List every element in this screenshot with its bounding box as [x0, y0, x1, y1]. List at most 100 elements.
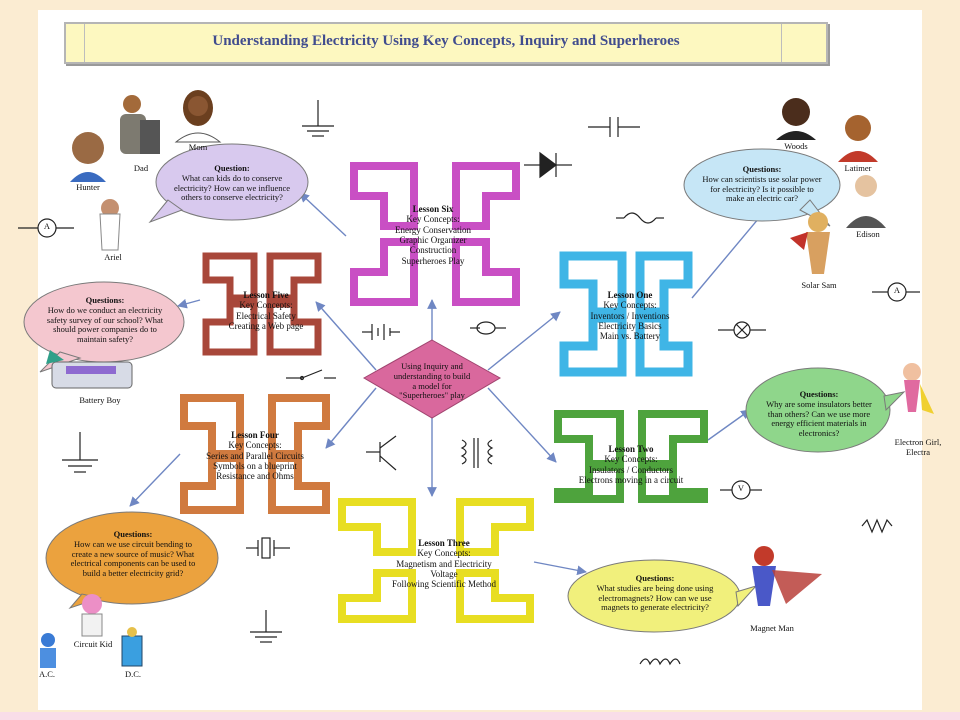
lesson-two: Lesson Two Key Concepts: Insulators / Co… [576, 444, 686, 485]
question-four-heading: Questions: [799, 389, 839, 399]
battery-boy-figure [46, 350, 133, 389]
arrow-to-question-one [299, 192, 347, 237]
question-one: Question: What can kids do to conserve e… [170, 163, 294, 203]
lesson-four: Lesson Four Key Concepts: Series and Par… [196, 430, 314, 482]
center-concept: Using Inquiry and understanding to build… [393, 361, 471, 401]
name-dc: D.C. [124, 669, 142, 679]
bottom-band [0, 712, 960, 720]
lesson-five-line: Creating a Web page [228, 321, 304, 332]
inductor-coil-symbol [639, 658, 681, 666]
lesson-one-line: Key Concepts: [603, 300, 657, 311]
lesson-one-knot [559, 251, 693, 377]
question-five-heading: Questions: [113, 529, 153, 539]
voltmeter-label: V [737, 483, 745, 493]
electron-girl-figure [903, 363, 934, 414]
lamp-symbol [470, 321, 506, 335]
question-four-text: Why are some insulators better than othe… [766, 398, 872, 439]
lesson-two-line: Electrons moving in a circuit [578, 475, 684, 486]
arrow-to-question-two [691, 211, 765, 299]
lesson-one-line: Electricity Basics [598, 321, 662, 332]
lesson-six-line: Energy Conservation [394, 224, 472, 235]
lesson-six: Lesson Six Key Concepts: Energy Conserva… [384, 204, 482, 266]
name-electron-girl-line-1: Electron Girl, [894, 437, 942, 447]
dc-figure [121, 627, 143, 667]
characters [40, 90, 934, 668]
crystal-symbol [246, 537, 290, 559]
question-two: Questions: How can scientists use solar … [702, 164, 822, 204]
lesson-three-line: Following Scientific Method [392, 579, 496, 590]
lesson-one: Lesson One Key Concepts: Inventors / Inv… [580, 290, 680, 342]
lesson-six-line: Construction [409, 245, 457, 256]
latimer-figure [838, 115, 878, 162]
capacitor-symbol [588, 117, 640, 137]
lesson-two-heading: Lesson Two [608, 444, 654, 454]
lesson-six-heading: Lesson Six [412, 204, 454, 214]
name-mom: Mom [188, 142, 208, 152]
question-six-text: What studies are being done using electr… [596, 582, 714, 613]
question-three: Questions: How do we conduct an electric… [42, 295, 168, 345]
question-five-text: How can we use circuit bending to create… [70, 538, 196, 579]
lesson-three-line: Magnetism and Electricity [396, 558, 492, 569]
ammeter-symbol-left [18, 218, 74, 238]
ammeter-label-left: A [43, 221, 51, 231]
lesson-three-line: Key Concepts: [417, 548, 471, 559]
lesson-three: Lesson Three Key Concepts: Magnetism and… [384, 538, 504, 590]
question-one-heading: Question: [214, 163, 250, 173]
center-diamond [362, 339, 502, 419]
bubble-tail-six [735, 585, 758, 608]
question-three-text: How do we conduct an electricity safety … [46, 304, 164, 345]
banner-left-cap [66, 24, 85, 62]
transistor-symbol [366, 435, 397, 471]
name-electron-girl-line-2: Electra [905, 446, 931, 457]
lesson-five-knot [202, 252, 322, 356]
arrow-to-lesson-four [325, 387, 377, 449]
battery-symbol [362, 324, 400, 340]
arrow-to-question-four [707, 409, 751, 441]
lesson-six-line: Superheroes Play [401, 255, 465, 266]
ammeter-label-right: A [893, 285, 901, 295]
lesson-two-knot [554, 410, 708, 503]
question-four: Questions: Why are some insulators bette… [760, 389, 878, 439]
bubble-question-five [45, 511, 219, 605]
question-two-heading: Questions: [742, 164, 782, 174]
lesson-six-knot [350, 162, 520, 306]
lesson-one-heading: Lesson One [607, 290, 653, 300]
lesson-four-line: Symbols on a blueprint [213, 461, 297, 472]
lesson-two-line: Insulators / Conductors [589, 464, 673, 475]
arrow-to-question-three [177, 298, 201, 309]
name-dad: Dad [133, 163, 149, 173]
name-ariel: Ariel [104, 252, 122, 262]
lesson-four-line: Key Concepts: [228, 440, 282, 451]
ground-symbol-top [302, 100, 334, 137]
name-electron-girl: Electron Girl, Electra [890, 437, 946, 458]
lamp-cross-symbol [718, 321, 766, 339]
question-six-heading: Questions: [635, 573, 675, 583]
resistor-symbol [861, 518, 893, 534]
lesson-five: Lesson Five Key Concepts: Electrical Saf… [218, 290, 314, 331]
name-magnet-man: Magnet Man [750, 623, 794, 633]
ariel-figure [99, 199, 121, 251]
voltmeter-symbol [720, 480, 762, 500]
bubble-tail-one [148, 199, 184, 224]
arrow-to-lesson-one [487, 311, 561, 371]
ground-symbol-bottom [250, 610, 282, 643]
name-ac: A.C. [38, 669, 56, 679]
lesson-five-line: Electrical Safety [236, 310, 296, 321]
arrow-to-question-five [129, 453, 181, 507]
mom-figure [174, 90, 222, 143]
question-five: Questions: How can we use circuit bendin… [66, 529, 200, 579]
bubble-question-one [155, 143, 309, 221]
lesson-two-line: Key Concepts: [604, 454, 658, 465]
lesson-three-line: Voltage [430, 569, 458, 580]
ground-symbol-left [62, 432, 98, 473]
question-bubbles [23, 143, 906, 633]
title-banner: Understanding Electricity Using Key Conc… [64, 22, 828, 64]
name-woods: Woods [784, 141, 808, 151]
arrow-to-lesson-two [487, 387, 557, 463]
ammeter-symbol-right [872, 282, 920, 302]
question-one-text: What can kids do to conserve electricity… [173, 172, 291, 203]
banner-right-cap [781, 24, 800, 62]
ac-figure [40, 633, 56, 668]
